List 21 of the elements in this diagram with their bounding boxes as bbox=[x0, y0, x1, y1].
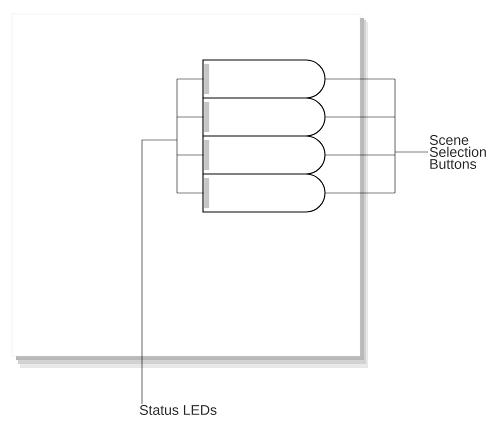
status-led bbox=[204, 140, 210, 170]
leader-line bbox=[142, 140, 178, 404]
button-drawing bbox=[202, 173, 326, 213]
button-drawing bbox=[202, 97, 326, 137]
status-led bbox=[204, 64, 210, 94]
leader-line bbox=[176, 78, 178, 194]
leader-line bbox=[325, 154, 396, 156]
leader-line bbox=[176, 192, 204, 194]
callout-label: Scene Selection Buttons bbox=[430, 135, 486, 169]
leader-line bbox=[325, 78, 396, 80]
status-led bbox=[204, 178, 210, 208]
leader-line bbox=[325, 192, 396, 194]
button-drawing bbox=[202, 135, 326, 175]
status-led bbox=[204, 102, 210, 132]
leader-line bbox=[325, 116, 396, 118]
leader-line bbox=[176, 154, 204, 156]
leader-line bbox=[176, 116, 204, 118]
callout-label: Status LEDs bbox=[140, 405, 216, 415]
leader-line bbox=[176, 78, 204, 80]
leader-line bbox=[394, 78, 396, 194]
button-drawing bbox=[202, 59, 326, 99]
